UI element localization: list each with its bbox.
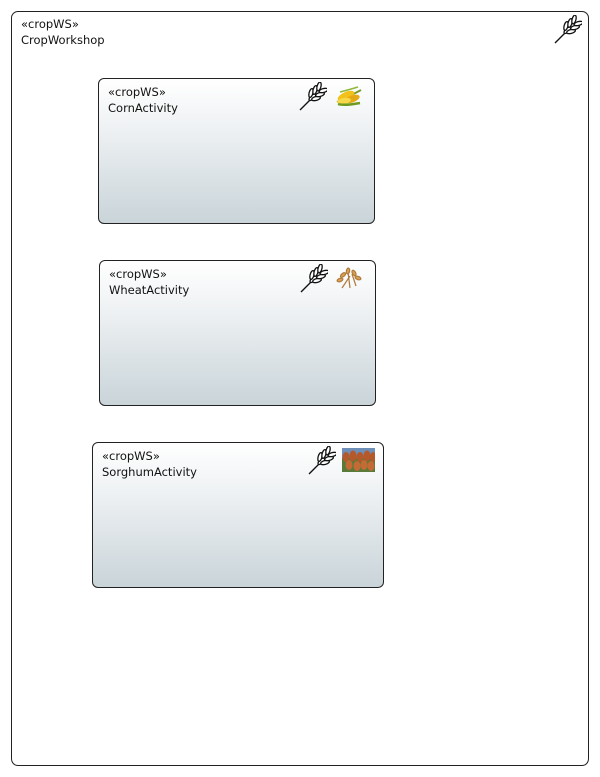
activity-stereotype: «cropWS»: [102, 449, 160, 463]
wheat-icon: [298, 264, 328, 294]
wheat-icon: [297, 82, 327, 112]
activity-name: SorghumActivity: [102, 465, 197, 479]
sorghum-activity-box[interactable]: «cropWS» SorghumActivity: [92, 442, 384, 588]
wheat-image: [336, 267, 362, 289]
corn-activity-box[interactable]: «cropWS» CornActivity: [98, 78, 375, 224]
workshop-name: CropWorkshop: [21, 33, 105, 47]
activity-name: CornActivity: [108, 101, 178, 115]
activity-stereotype: «cropWS»: [109, 267, 167, 281]
corn-image: [336, 86, 362, 107]
activity-name: WheatActivity: [109, 283, 190, 297]
wheat-activity-box[interactable]: «cropWS» WheatActivity: [99, 260, 376, 406]
workshop-stereotype: «cropWS»: [21, 17, 79, 31]
activity-stereotype: «cropWS»: [108, 85, 166, 99]
wheat-icon: [306, 446, 336, 476]
sorghum-image: [342, 448, 375, 472]
wheat-icon: [552, 15, 582, 45]
